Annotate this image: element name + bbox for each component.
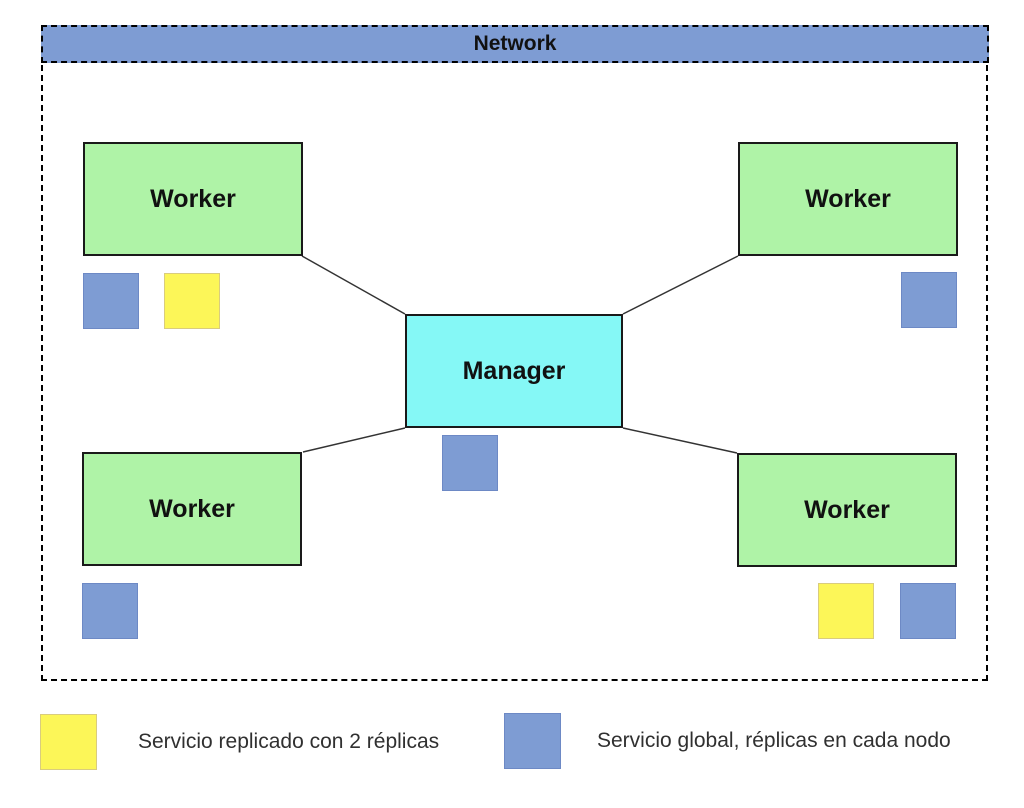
- replicated-service-square: [818, 583, 874, 639]
- worker-label: Worker: [804, 495, 890, 524]
- replicated-service-square: [164, 273, 220, 329]
- worker-node-bottom-right: Worker: [737, 453, 957, 567]
- worker-node-top-left: Worker: [83, 142, 303, 256]
- worker-node-bottom-left: Worker: [82, 452, 302, 566]
- global-service-square: [83, 273, 139, 329]
- legend-swatch-global: [504, 713, 561, 769]
- network-banner: Network: [41, 25, 989, 63]
- worker-label: Worker: [805, 184, 891, 213]
- legend-label-replicated: Servicio replicado con 2 réplicas: [138, 730, 440, 753]
- worker-label: Worker: [149, 494, 235, 523]
- worker-node-top-right: Worker: [738, 142, 958, 256]
- global-service-square: [82, 583, 138, 639]
- global-service-square: [442, 435, 498, 491]
- legend-label-global: Servicio global, réplicas en cada nodo: [597, 729, 951, 752]
- global-service-square: [901, 272, 957, 328]
- manager-node: Manager: [405, 314, 623, 428]
- network-label: Network: [473, 32, 557, 55]
- worker-label: Worker: [150, 184, 236, 213]
- legend-swatch-replicated: [40, 714, 97, 770]
- global-service-square: [900, 583, 956, 639]
- manager-label: Manager: [462, 356, 566, 385]
